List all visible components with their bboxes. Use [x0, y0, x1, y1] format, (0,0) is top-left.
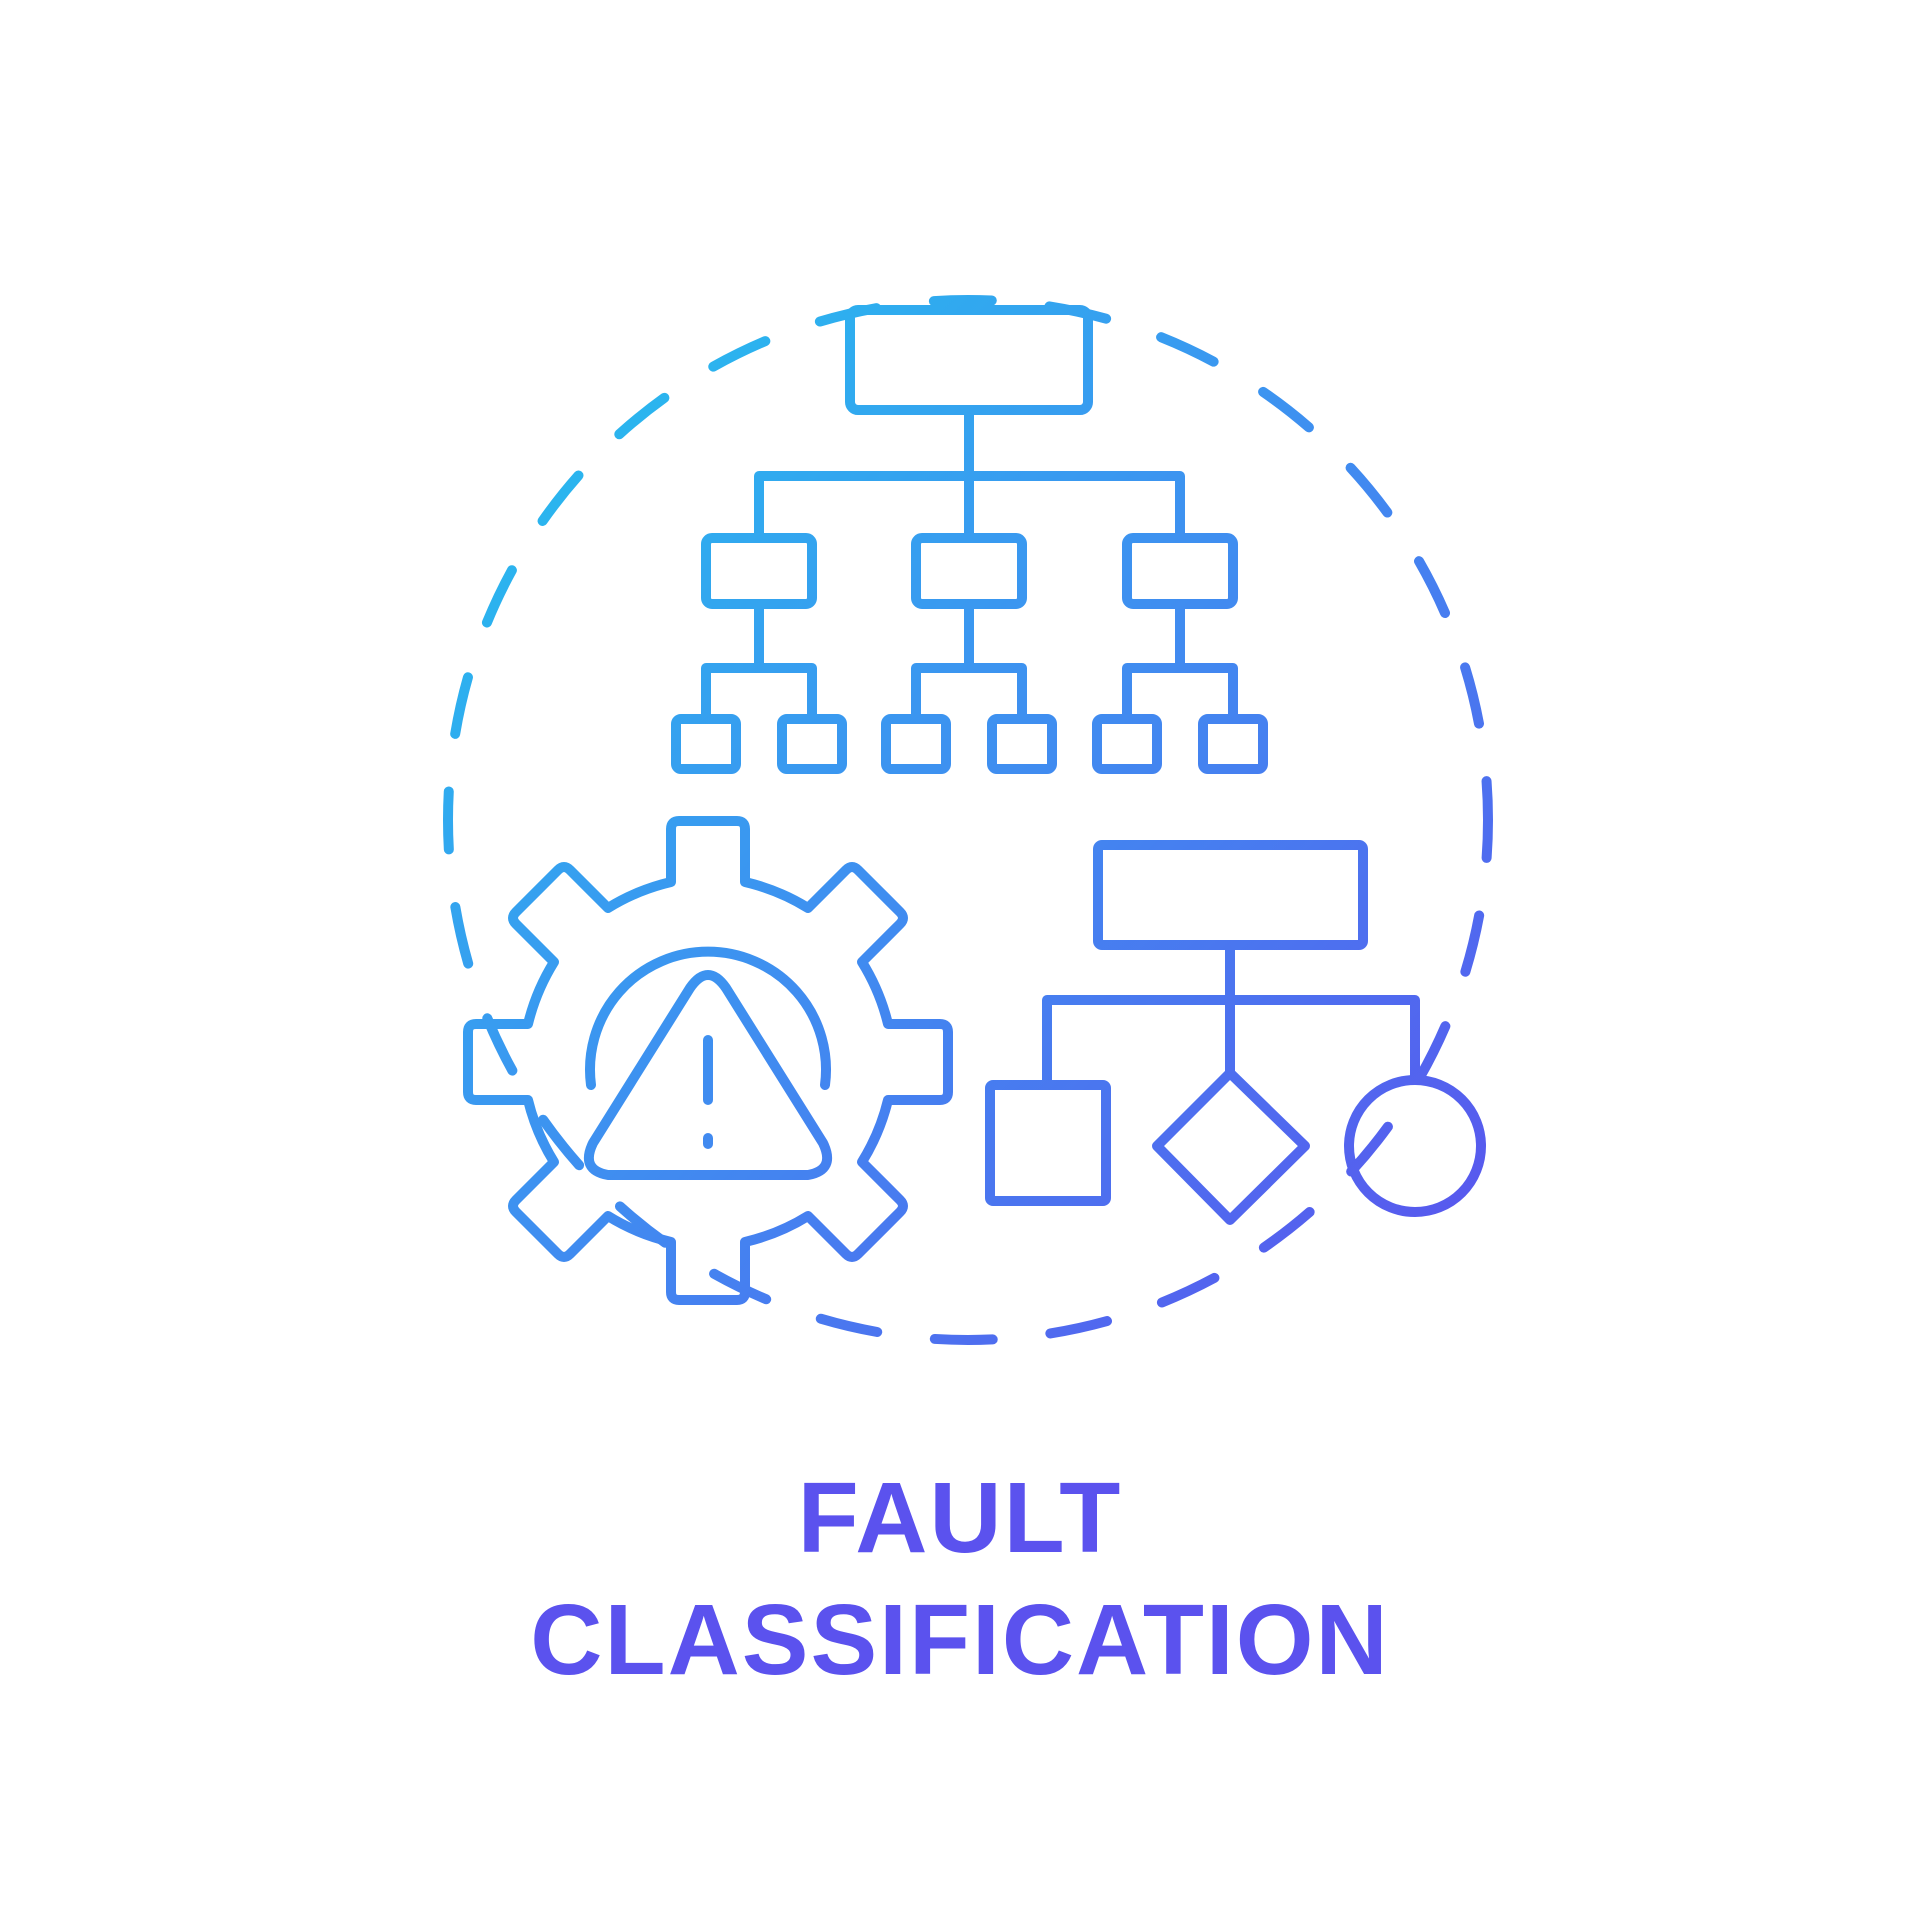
caption-title-line-2: CLASSIFICATION	[530, 1584, 1390, 1696]
dashed-ring	[443, 295, 1493, 1345]
warning-triangle-icon	[584, 946, 832, 1180]
caption-title-line-1: FAULT	[797, 1462, 1123, 1574]
hierarchy-tree-icon	[671, 305, 1268, 774]
flowchart-icon	[985, 840, 1486, 1225]
gear-icon	[463, 816, 953, 1305]
